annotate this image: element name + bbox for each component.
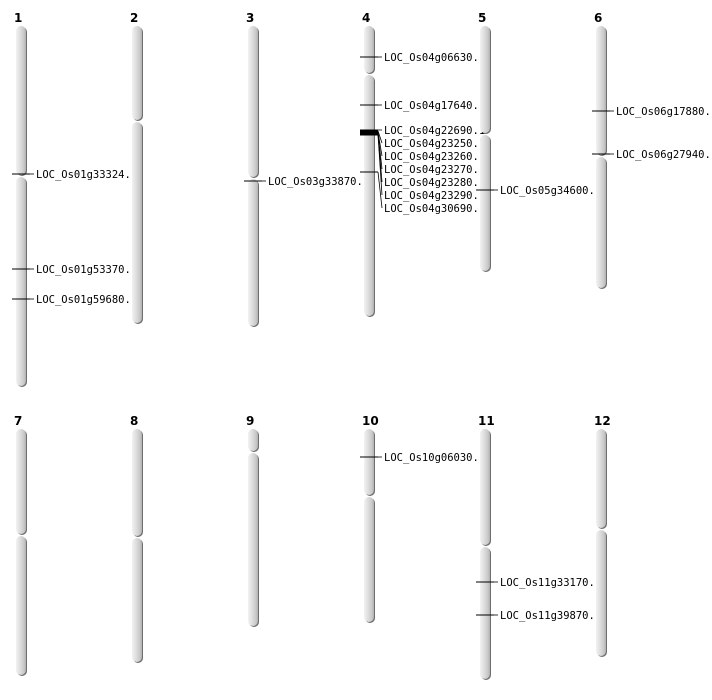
chromosome-long-arm — [132, 538, 142, 662]
gene-label: LOC_Os04g17640.1 — [384, 100, 485, 112]
gene-label: LOC_Os10g06030.1 — [384, 452, 485, 464]
chromosome-short-arm — [132, 26, 142, 120]
chromosome-number: 11 — [478, 414, 495, 428]
chromosome-9: 9 — [246, 414, 259, 627]
chromosome-number: 2 — [130, 11, 138, 25]
chromosome-short-arm — [132, 429, 142, 536]
chromosome-long-arm — [248, 453, 258, 626]
gene-label: LOC_Os01g33324.1 — [36, 169, 137, 181]
chromosome-number: 3 — [246, 11, 254, 25]
chromosome-long-arm — [132, 122, 142, 323]
chromosome-long-arm — [364, 497, 374, 622]
chromosome-short-arm — [596, 429, 606, 528]
chromosome-long-arm — [596, 530, 606, 656]
gene-label: LOC_Os06g27940.1 — [616, 149, 712, 161]
gene-label: LOC_Os11g39870.1 — [500, 610, 601, 622]
chromosome-number: 9 — [246, 414, 254, 428]
gene-label: LOC_Os04g22690.1 — [384, 125, 485, 137]
gene-leader-line — [377, 134, 383, 196]
gene-label: LOC_Os04g23260.1 — [384, 151, 485, 163]
chromosome-1: 1LOC_Os01g33324.1LOC_Os01g53370.1LOC_Os0… — [12, 11, 137, 387]
chromosome-long-arm — [480, 547, 490, 679]
chromosome-short-arm — [248, 429, 258, 451]
gene-label: LOC_Os11g33170.1 — [500, 577, 601, 589]
chromosome-long-arm — [480, 135, 490, 271]
chromosome-long-arm — [16, 536, 26, 675]
chromosome-long-arm — [16, 177, 26, 386]
chromosome-number: 8 — [130, 414, 138, 428]
gene-label: LOC_Os04g30690.1 — [384, 203, 485, 215]
chromosome-8: 8 — [130, 414, 143, 663]
chromosome-7: 7 — [14, 414, 27, 676]
gene-label: LOC_Os01g53370.1 — [36, 264, 137, 276]
chromosome-short-arm — [596, 26, 606, 155]
chromosome-short-arm — [16, 26, 26, 175]
gene-label: LOC_Os04g23250.1 — [384, 138, 485, 150]
gene-label: LOC_Os04g23270.1 — [384, 164, 485, 176]
chromosome-number: 5 — [478, 11, 486, 25]
chromosome-number: 10 — [362, 414, 379, 428]
gene-label: LOC_Os06g17880.1 — [616, 106, 712, 118]
chromosome-12: 12 — [594, 414, 611, 657]
chromosome-long-arm — [596, 157, 606, 288]
chromosome-number: 6 — [594, 11, 602, 25]
chromosome-short-arm — [480, 26, 490, 133]
chromosome-long-arm — [248, 179, 258, 326]
gene-label: LOC_Os01g59680.1 — [36, 294, 137, 306]
chromosome-2: 2 — [130, 11, 143, 324]
chromosome-short-arm — [364, 429, 374, 495]
gene-label: LOC_Os03g33870.1 — [268, 176, 369, 188]
chromosome-short-arm — [248, 26, 258, 177]
chromosome-long-arm — [364, 75, 374, 316]
chromosome-4: 4LOC_Os04g06630.1LOC_Os04g17640.1LOC_Os0… — [360, 11, 485, 317]
chromosome-short-arm — [364, 26, 374, 73]
gene-label: LOC_Os04g06630.1 — [384, 52, 485, 64]
chromosome-number: 7 — [14, 414, 22, 428]
chromosome-short-arm — [480, 429, 490, 545]
gene-leader-line — [377, 130, 383, 144]
gene-label: LOC_Os05g34600.1 — [500, 185, 601, 197]
chromosome-number: 4 — [362, 11, 370, 25]
chromosome-short-arm — [16, 429, 26, 534]
gene-label: LOC_Os04g23290.1 — [384, 190, 485, 202]
chromosome-number: 1 — [14, 11, 22, 25]
chromosome-number: 12 — [594, 414, 611, 428]
gene-leader-line — [377, 171, 383, 209]
gene-label: LOC_Os04g23280.1 — [384, 177, 485, 189]
